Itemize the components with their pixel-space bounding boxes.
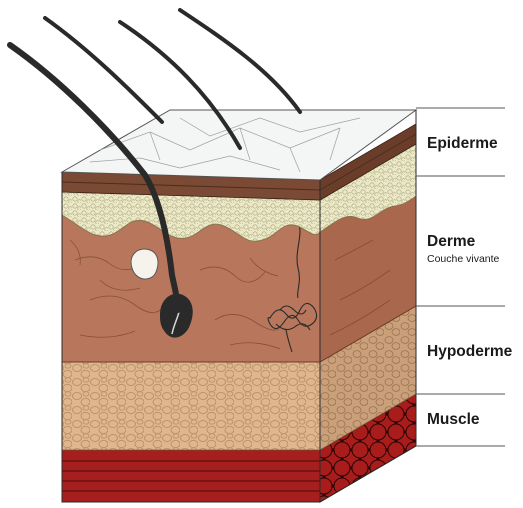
label-muscle: Muscle	[427, 411, 480, 428]
label-separator-lines	[416, 108, 505, 446]
sebaceous-gland	[131, 249, 158, 279]
label-hypoderme: Hypoderme	[427, 343, 513, 360]
label-epiderme: Epiderme	[427, 135, 498, 152]
label-derme: Derme	[427, 233, 476, 250]
label-derme-subtitle: Couche vivante	[427, 253, 500, 265]
